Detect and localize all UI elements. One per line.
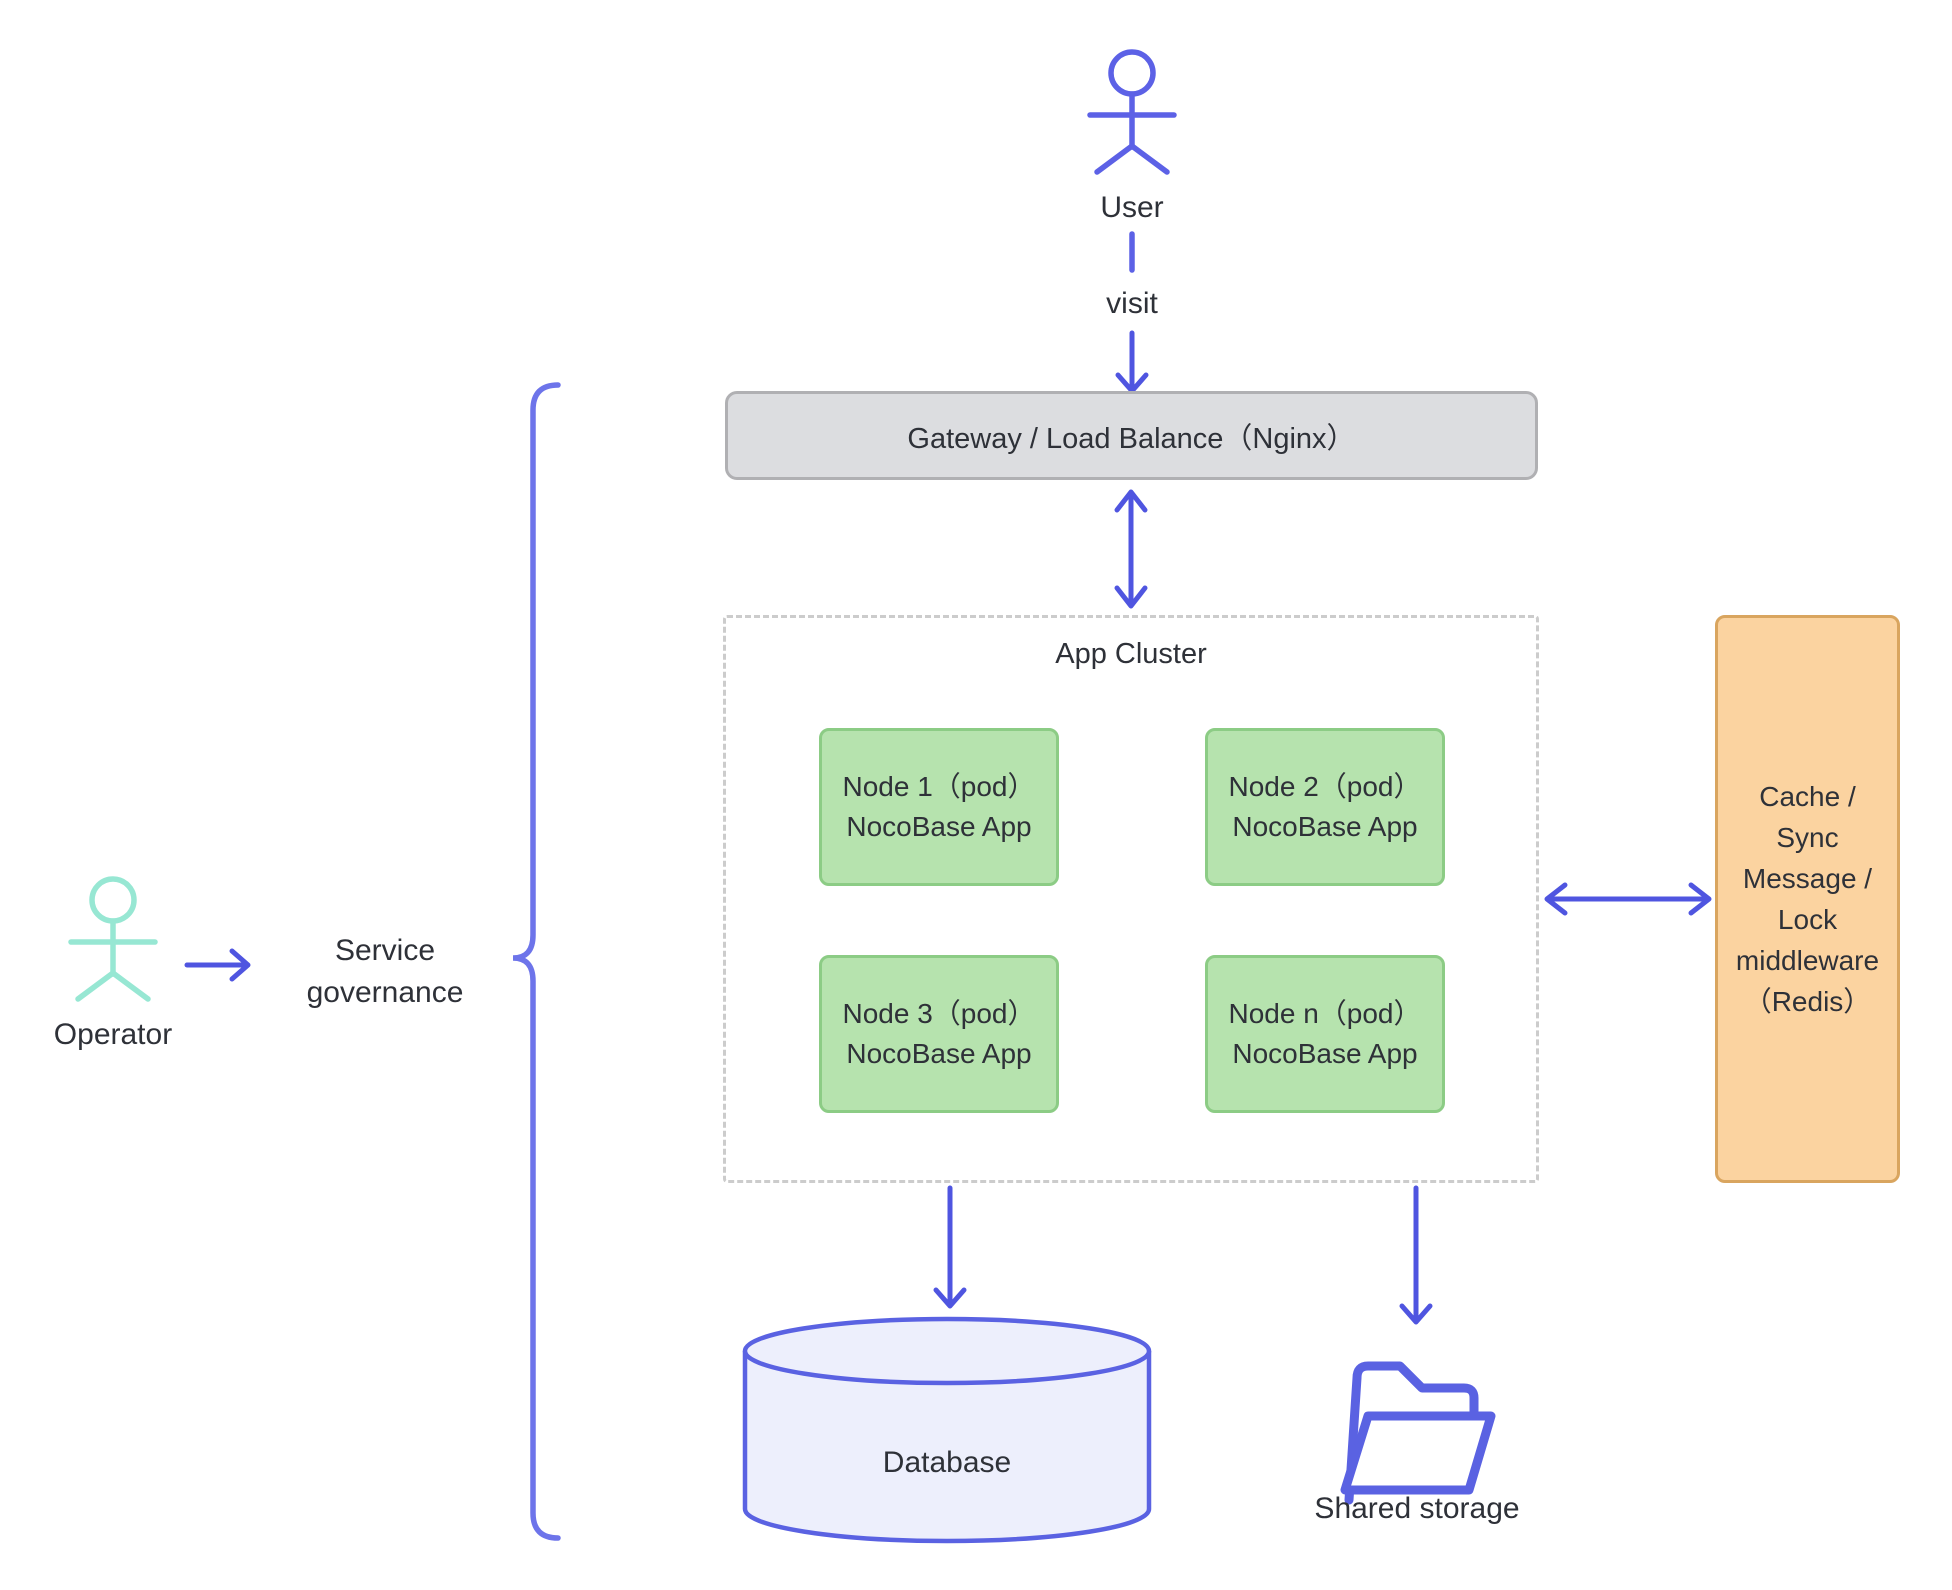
cluster-middleware-double-arrow [1544, 882, 1712, 916]
app-cluster-title: App Cluster [1055, 638, 1207, 670]
operator-label: Operator [53, 1018, 173, 1051]
node-4-line1: Node n（pod） [1228, 998, 1422, 1029]
middleware-line-1: Cache / [1759, 781, 1856, 812]
middleware-line-5: middleware [1735, 945, 1880, 976]
database-cylinder-icon [742, 1316, 1152, 1544]
user-visit-connector-line [1129, 231, 1135, 273]
service-governance-line2: governance [306, 976, 464, 1009]
gateway-label: Gateway / Load Balance（Nginx） [907, 422, 1356, 455]
middleware-line-6: （Redis） [1743, 986, 1872, 1017]
service-governance-line1: Service [334, 934, 436, 967]
visit-label: visit [1106, 287, 1158, 320]
node-2-box: Node 2（pod） NocoBase App [1205, 728, 1445, 886]
node-2-line1: Node 2（pod） [1228, 771, 1422, 802]
node-4-line2: NocoBase App [1232, 1038, 1418, 1069]
node-1-box: Node 1（pod） NocoBase App [819, 728, 1059, 886]
node-2-line2: NocoBase App [1232, 811, 1418, 842]
cluster-database-arrow [933, 1185, 967, 1309]
user-label: User [1100, 191, 1164, 224]
database-label: Database [882, 1446, 1012, 1479]
middleware-line-4: Lock [1777, 904, 1838, 935]
shared-storage-label: Shared storage [1314, 1492, 1520, 1525]
cluster-storage-arrow [1399, 1185, 1433, 1325]
node-3-line2: NocoBase App [846, 1038, 1032, 1069]
user-actor-icon [1087, 49, 1177, 175]
node-1-line1: Node 1（pod） [842, 771, 1036, 802]
node-3-box: Node 3（pod） NocoBase App [819, 955, 1059, 1113]
operator-governance-arrow [184, 948, 251, 982]
node-1-line2: NocoBase App [846, 811, 1032, 842]
shared-storage-folder-icon [1340, 1361, 1496, 1505]
middleware-line-2: Sync [1776, 822, 1839, 853]
middleware-box: Cache / Sync Message / Lock middleware （… [1715, 615, 1900, 1183]
app-cluster-box: App Cluster [723, 615, 1539, 1183]
middleware-line-3: Message / [1742, 863, 1873, 894]
operator-actor-icon [68, 876, 158, 1002]
node-3-line1: Node 3（pod） [842, 998, 1036, 1029]
gateway-cluster-double-arrow [1114, 489, 1148, 609]
visit-gateway-arrow [1115, 330, 1149, 394]
gateway-box: Gateway / Load Balance（Nginx） [725, 391, 1538, 480]
service-governance-brace [512, 382, 561, 1541]
node-4-box: Node n（pod） NocoBase App [1205, 955, 1445, 1113]
service-governance-label: Service governance [307, 930, 464, 1014]
